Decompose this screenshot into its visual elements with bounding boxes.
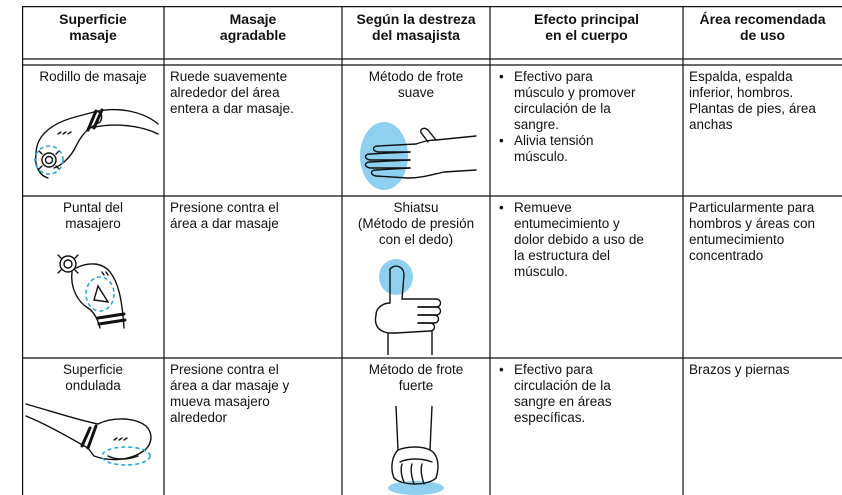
flat-hand-icon xyxy=(360,122,477,190)
thumbs-up-icon xyxy=(374,259,442,355)
massager-tip-icon xyxy=(57,254,127,329)
massager-wave-icon xyxy=(25,403,152,466)
row3-area: Brazos y piernas xyxy=(689,362,790,377)
table-grid xyxy=(22,6,842,495)
row1-surface: Rodillo de masaje xyxy=(39,69,147,84)
fist-icon xyxy=(388,406,444,495)
massager-roller-icon xyxy=(34,108,159,179)
